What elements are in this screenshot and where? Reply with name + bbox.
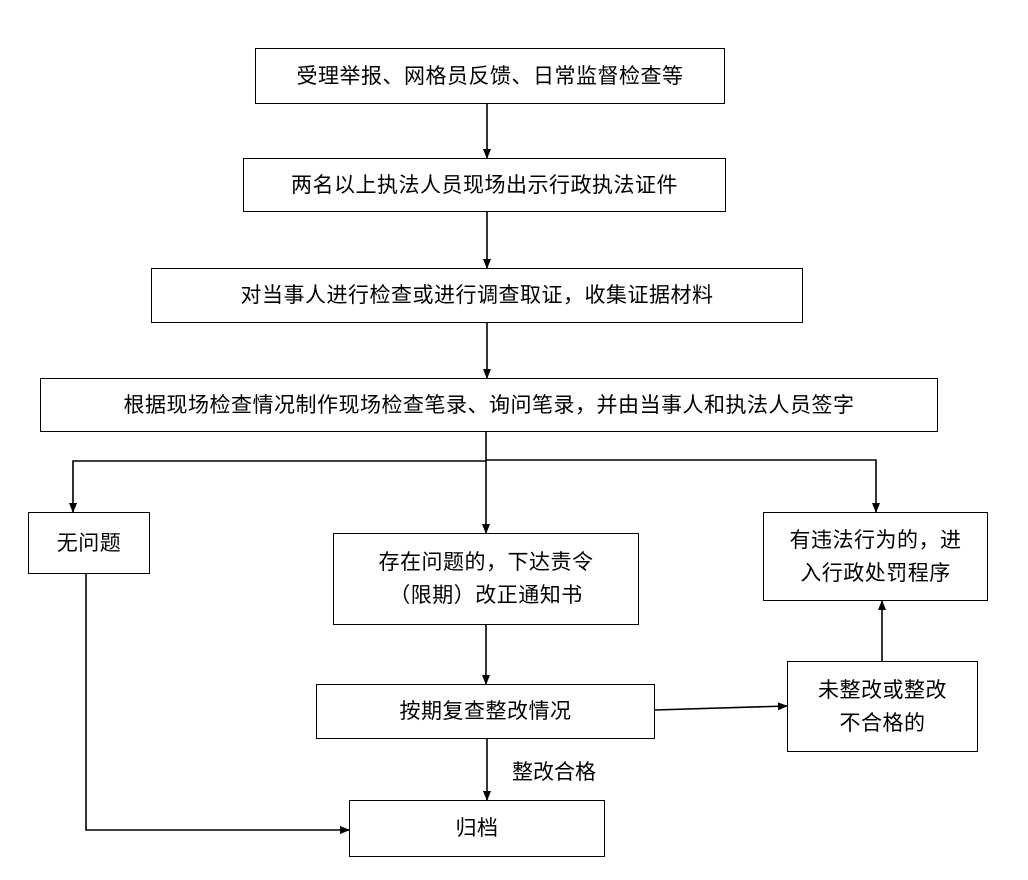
step-archive-box: 归档 — [349, 800, 605, 857]
step-recheck-box: 按期复查整改情况 — [316, 684, 655, 739]
step-inspect-collect-evidence-box: 对当事人进行检查或进行调查取证，收集证据材料 — [151, 268, 803, 323]
outcome-rectification-notice-box: 存在问题的，下达责令 （限期）改正通知书 — [333, 533, 639, 625]
step-show-credentials-box: 两名以上执法人员现场出示行政执法证件 — [243, 158, 726, 212]
branch-line-to-n5 — [69, 460, 486, 513]
step-record-and-sign-text: 根据现场检查情况制作现场检查笔录、询问笔录，并由当事人和执法人员签字 — [123, 392, 855, 417]
step-intake-box: 受理举报、网格员反馈、日常监督检查等 — [255, 48, 725, 104]
outcome-not-rectified-text: 未整改或整改 不合格的 — [818, 674, 947, 739]
edge-label-rectified-pass: 整改合格 — [512, 760, 596, 784]
step-recheck-text: 按期复查整改情况 — [399, 699, 572, 724]
outcome-rectification-notice-text: 存在问题的，下达责令 （限期）改正通知书 — [379, 546, 594, 611]
outcome-rectification-notice-line-1: 存在问题的，下达责令 — [378, 550, 594, 575]
outcome-no-issue-box: 无问题 — [28, 512, 150, 574]
outcome-no-issue-text: 无问题 — [56, 530, 122, 555]
outcome-not-rectified-line-2: 不合格的 — [839, 710, 926, 735]
outcome-penalty-procedure-text: 有违法行为的，进 入行政处罚程序 — [790, 524, 962, 589]
outcome-penalty-procedure-line-2: 入行政处罚程序 — [800, 560, 951, 585]
step-inspect-collect-evidence-text: 对当事人进行检查或进行调查取证，收集证据材料 — [240, 283, 714, 308]
step-intake-text: 受理举报、网格员反馈、日常监督检查等 — [296, 63, 684, 88]
outcome-penalty-procedure-box: 有违法行为的，进 入行政处罚程序 — [763, 512, 988, 601]
step-record-and-sign-box: 根据现场检查情况制作现场检查笔录、询问笔录，并由当事人和执法人员签字 — [40, 378, 938, 432]
outcome-not-rectified-box: 未整改或整改 不合格的 — [787, 661, 978, 752]
step-show-credentials-text: 两名以上执法人员现场出示行政执法证件 — [291, 172, 678, 197]
step-archive-text: 归档 — [455, 816, 499, 841]
outcome-not-rectified-line-1: 未整改或整改 — [818, 677, 947, 702]
branch-line-to-n7 — [486, 459, 880, 513]
arrow-n5-to-n10 — [85, 574, 350, 834]
outcome-rectification-notice-line-2: （限期）改正通知书 — [389, 583, 583, 607]
outcome-penalty-procedure-line-1: 有违法行为的，进 — [789, 527, 962, 552]
arrow-n8-to-n9 — [654, 702, 788, 711]
